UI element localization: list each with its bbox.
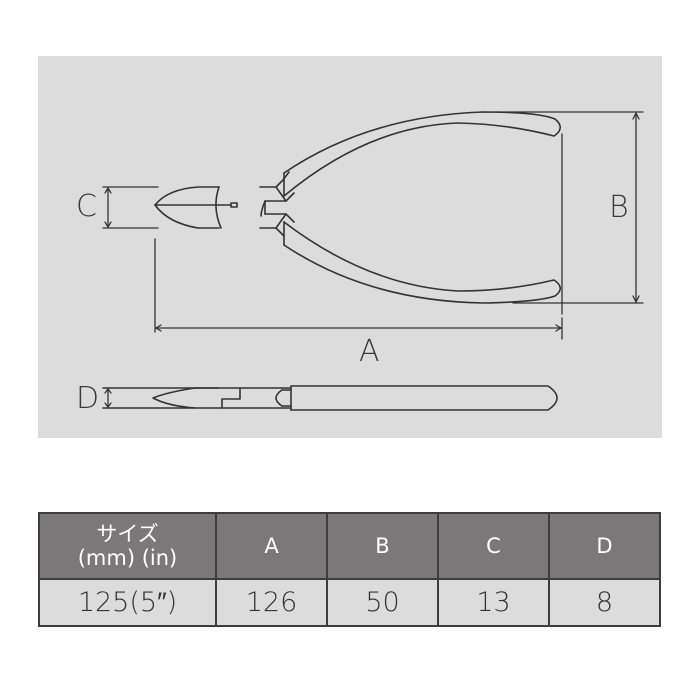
header-a: A: [215, 512, 328, 580]
header-size-label: サイズ: [96, 521, 159, 546]
dimension-b: [495, 111, 644, 315]
header-c: C: [437, 512, 550, 580]
dimension-c: [102, 186, 159, 229]
table-row: 125(5″) 126 50 13 8: [38, 578, 661, 627]
table-header-row: サイズ (mm) (in) A B C D: [38, 512, 661, 580]
header-b: B: [326, 512, 439, 580]
dimension-a: [154, 238, 563, 340]
cell-b: 50: [326, 578, 439, 627]
label-c: C: [76, 189, 97, 224]
label-a: A: [359, 334, 380, 369]
upper-handle: [275, 111, 562, 202]
cell-a: 126: [215, 578, 328, 627]
jaw-head-top-view: [154, 186, 287, 229]
dimension-d: [104, 388, 112, 408]
cell-c: 13: [437, 578, 550, 627]
diagram-panel: C B A D: [38, 56, 662, 438]
header-size: サイズ (mm) (in): [38, 512, 217, 580]
side-view: [102, 385, 558, 411]
header-size-unit: (mm) (in): [77, 546, 178, 570]
spec-table: サイズ (mm) (in) A B C D 125(5″) 126 50 13 …: [38, 512, 661, 627]
header-d: D: [548, 512, 661, 580]
lower-handle: [275, 213, 562, 304]
nipper-drawing: [102, 111, 644, 411]
label-d: D: [76, 381, 100, 416]
cell-d: 8: [548, 578, 661, 627]
label-b: B: [609, 190, 629, 225]
cell-size: 125(5″): [38, 578, 217, 627]
